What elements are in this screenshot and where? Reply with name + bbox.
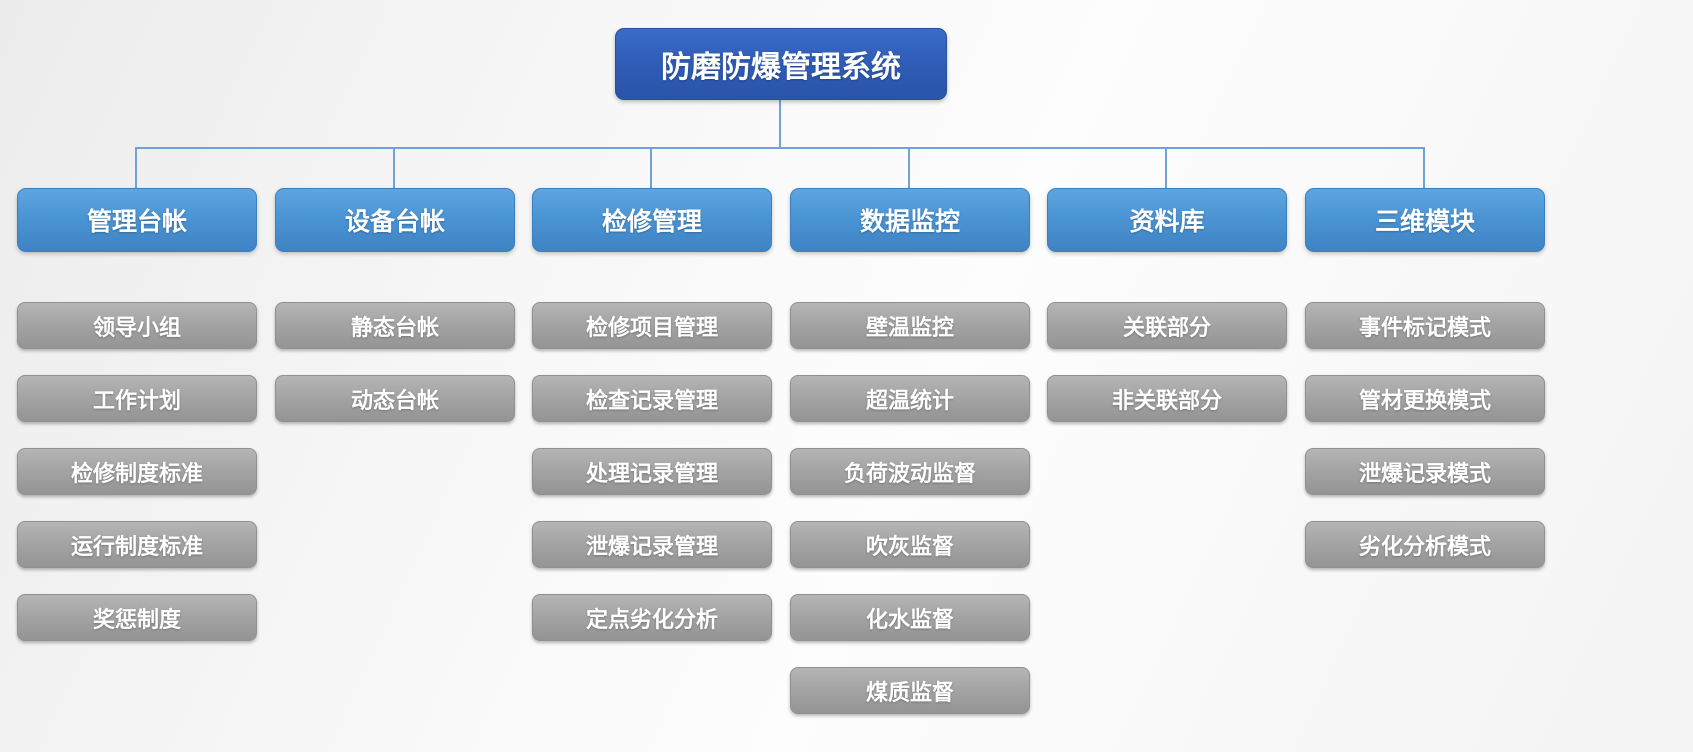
node-pipe-replacement-mode: 管材更换模式: [1305, 375, 1545, 422]
header-maintenance-management: 检修管理: [532, 188, 772, 252]
connector-drop-2: [393, 148, 395, 188]
node-wall-temperature-monitoring: 壁温监控: [790, 302, 1030, 349]
node-maintenance-system-standard: 检修制度标准: [17, 448, 257, 495]
connector-drop-6: [1423, 148, 1425, 188]
root-node: 防磨防爆管理系统: [615, 28, 947, 100]
node-load-fluctuation-supervision: 负荷波动监督: [790, 448, 1030, 495]
header-equipment-ledger: 设备台帐: [275, 188, 515, 252]
connector-drop-1: [135, 148, 137, 188]
connector-root-drop: [779, 98, 781, 148]
node-explosion-venting-record-management: 泄爆记录管理: [532, 521, 772, 568]
header-data-monitoring: 数据监控: [790, 188, 1030, 252]
header-management-ledger: 管理台帐: [17, 188, 257, 252]
node-dynamic-ledger: 动态台帐: [275, 375, 515, 422]
node-sootblowing-supervision: 吹灰监督: [790, 521, 1030, 568]
node-water-chemistry-supervision: 化水监督: [790, 594, 1030, 641]
header-database: 资料库: [1047, 188, 1287, 252]
node-maintenance-project-management: 检修项目管理: [532, 302, 772, 349]
node-operation-system-standard: 运行制度标准: [17, 521, 257, 568]
header-3d-module: 三维模块: [1305, 188, 1545, 252]
node-explosion-venting-record-mode: 泄爆记录模式: [1305, 448, 1545, 495]
node-related-part: 关联部分: [1047, 302, 1287, 349]
node-coal-quality-supervision: 煤质监督: [790, 667, 1030, 714]
connector-drop-5: [1165, 148, 1167, 188]
node-leadership-group: 领导小组: [17, 302, 257, 349]
node-reward-punishment-system: 奖惩制度: [17, 594, 257, 641]
node-static-ledger: 静态台帐: [275, 302, 515, 349]
node-degradation-analysis-mode: 劣化分析模式: [1305, 521, 1545, 568]
node-event-marking-mode: 事件标记模式: [1305, 302, 1545, 349]
node-inspection-record-management: 检查记录管理: [532, 375, 772, 422]
node-handling-record-management: 处理记录管理: [532, 448, 772, 495]
node-fixed-point-degradation-analysis: 定点劣化分析: [532, 594, 772, 641]
connector-drop-4: [908, 148, 910, 188]
connector-bus: [135, 147, 1425, 149]
node-overtemperature-statistics: 超温统计: [790, 375, 1030, 422]
node-non-related-part: 非关联部分: [1047, 375, 1287, 422]
connector-drop-3: [650, 148, 652, 188]
node-work-plan: 工作计划: [17, 375, 257, 422]
